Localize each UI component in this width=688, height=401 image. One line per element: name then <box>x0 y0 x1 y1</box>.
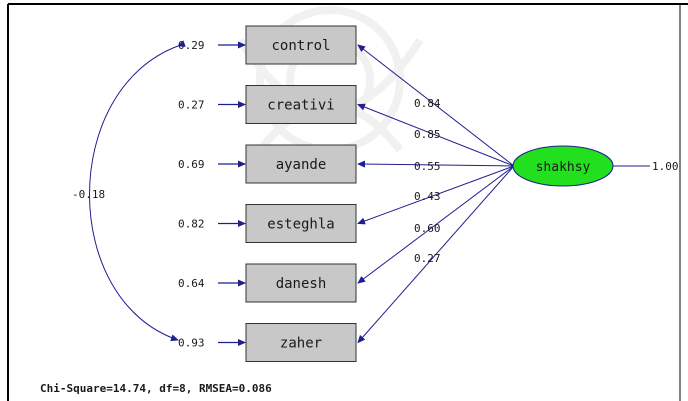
indicator-label: esteghla <box>267 217 334 233</box>
loading-value: 0.60 <box>414 222 441 235</box>
loading-path <box>357 165 515 225</box>
indicator-box-danesh[interactable] <box>245 263 357 303</box>
indicator-label: creativi <box>267 98 334 114</box>
indicator-box-control[interactable] <box>245 25 357 65</box>
error-variance-value: 0.93 <box>178 337 205 350</box>
loading-value: 0.85 <box>414 128 441 141</box>
loading-value: 0.27 <box>414 252 441 265</box>
indicator-box-ayande[interactable] <box>245 144 357 184</box>
latent-variance-value: 1.00 <box>652 160 679 173</box>
loading-path <box>357 44 515 167</box>
error-variance-value: 0.69 <box>178 158 205 171</box>
loading-path <box>357 160 515 168</box>
error-covariance-value: -0.18 <box>72 188 105 201</box>
fit-statistics: Chi-Square=14.74, df=8, RMSEA=0.086 <box>40 382 272 395</box>
latent-variable-label: shakhsy <box>536 160 591 175</box>
error-covariance-curve <box>89 40 186 342</box>
loading-value: 0.43 <box>414 190 441 203</box>
indicator-label: zaher <box>280 336 322 352</box>
loading-path <box>357 165 515 344</box>
indicator-box-zaher[interactable] <box>245 323 357 362</box>
loading-value: 0.84 <box>414 97 441 110</box>
indicator-label: ayande <box>276 157 327 173</box>
error-variance-value: 0.29 <box>178 39 205 52</box>
error-variance-value: 0.27 <box>178 99 205 112</box>
loading-path <box>357 165 515 284</box>
loading-path <box>357 103 515 167</box>
indicator-label: control <box>271 38 330 54</box>
error-variance-value: 0.82 <box>178 218 205 231</box>
indicator-box-esteghla[interactable] <box>245 204 357 243</box>
indicator-label: danesh <box>276 276 327 292</box>
error-variance-value: 0.64 <box>178 277 205 290</box>
loading-value: 0.55 <box>414 160 441 173</box>
indicator-box-creativi[interactable] <box>245 85 357 124</box>
